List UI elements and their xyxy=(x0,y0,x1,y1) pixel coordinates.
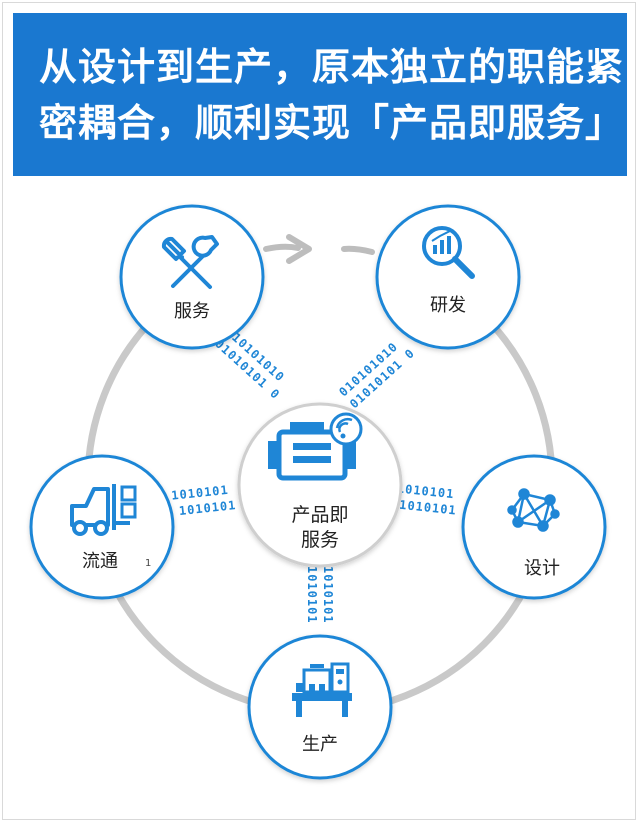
node-label: 流通 xyxy=(82,551,118,572)
node-circle xyxy=(119,204,265,350)
binary-text: 1010101 xyxy=(399,498,458,518)
binary-text: 1010101 xyxy=(305,566,319,624)
binary-text: 1010101 xyxy=(171,483,230,503)
node-rnd[interactable]: 研发 xyxy=(375,204,521,350)
tools-icon xyxy=(161,235,219,289)
cycle-arrow-head xyxy=(286,234,312,264)
binary-stream-logistics: 1010101 1010101 xyxy=(171,483,237,518)
center-node[interactable]: 产品即 服务 xyxy=(237,402,403,568)
title-banner: 从设计到生产，原本独立的职能紧 密耦合，顺利实现「产品即服务」 xyxy=(13,13,627,176)
node-label: 研发 xyxy=(430,295,466,316)
node-service[interactable]: 服务 xyxy=(119,204,265,350)
node-circle xyxy=(247,634,393,780)
title-line-2: 密耦合，顺利实现「产品即服务」 xyxy=(39,100,625,145)
magnifier-chart-icon xyxy=(422,226,475,279)
node-production[interactable]: 生产 xyxy=(247,634,393,780)
center-label-line-1: 产品即 xyxy=(291,504,348,526)
binary-text: 1010101 xyxy=(178,498,237,518)
node-circle xyxy=(375,204,521,350)
binary-text: 1010101 xyxy=(396,481,455,501)
factory-machine-icon xyxy=(292,662,352,717)
cycle-arrow-tail xyxy=(341,245,375,255)
stray-mark: 1 xyxy=(145,558,151,569)
binary-stream-design: 1010101 1010101 xyxy=(396,481,458,518)
forklift-icon xyxy=(70,484,137,536)
center-label-line-2: 服务 xyxy=(301,529,339,551)
node-label: 设计 xyxy=(524,558,560,579)
connected-machine-icon xyxy=(268,412,363,481)
title-line-1: 从设计到生产，原本独立的职能紧 xyxy=(39,44,625,89)
cycle-arrow xyxy=(263,243,301,252)
binary-stream-production: 1010101 1010101 xyxy=(305,566,335,624)
node-logistics[interactable]: 流通 1 xyxy=(29,454,175,600)
node-design[interactable]: 设计 xyxy=(461,454,607,600)
node-label: 生产 xyxy=(302,734,338,755)
binary-stream-rnd: 010101010 01010101 0 xyxy=(336,339,417,411)
node-label: 服务 xyxy=(174,301,210,322)
binary-text: 1010101 xyxy=(321,566,335,624)
node-circle xyxy=(461,454,607,600)
network-nodes-icon xyxy=(507,488,560,532)
